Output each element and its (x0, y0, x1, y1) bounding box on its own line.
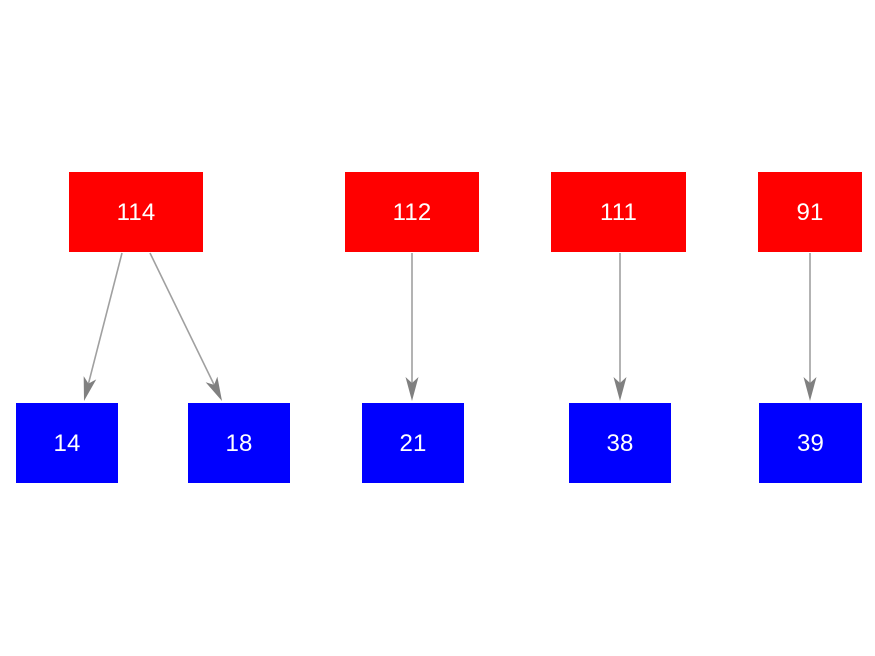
graph-node-label: 21 (399, 430, 427, 457)
graph-node-label: 112 (392, 199, 432, 226)
graph-node-21[interactable]: 21 (362, 403, 464, 483)
graph-node-label: 14 (53, 430, 81, 457)
graph-edge-n111-to-n38 (613, 253, 627, 401)
graph-node-label: 18 (225, 430, 253, 457)
graph-edge-arrowhead (613, 377, 627, 401)
graph-edge-n114-to-n14 (83, 252, 123, 401)
graph-node-39[interactable]: 39 (759, 403, 862, 483)
graph-edge-arrowhead (405, 377, 419, 401)
graph-edge-line (85, 252, 123, 391)
graph-edge-n112-to-n21 (405, 253, 419, 401)
graph-node-label: 111 (599, 199, 638, 226)
graph-node-38[interactable]: 38 (569, 403, 671, 483)
graph-node-91[interactable]: 91 (758, 172, 862, 252)
graph-node-111[interactable]: 111 (551, 172, 686, 252)
graph-node-114[interactable]: 114 (69, 172, 203, 252)
graph-edge-arrowhead (83, 376, 97, 401)
graph-node-14[interactable]: 14 (16, 403, 118, 483)
graph-node-label: 91 (796, 199, 824, 226)
graph-edge-arrowhead (803, 377, 817, 401)
graph-node-label: 39 (796, 430, 825, 457)
graph-edge-line (149, 252, 218, 392)
graph-edge-n91-to-n39 (803, 253, 817, 401)
graph-edge-n114-to-n18 (149, 252, 222, 401)
graph-node-label: 38 (606, 430, 634, 457)
graph-node-112[interactable]: 112 (345, 172, 479, 252)
graph-node-18[interactable]: 18 (188, 403, 290, 483)
graph-edge-arrowhead (205, 376, 222, 401)
graph-node-label: 114 (116, 199, 156, 226)
